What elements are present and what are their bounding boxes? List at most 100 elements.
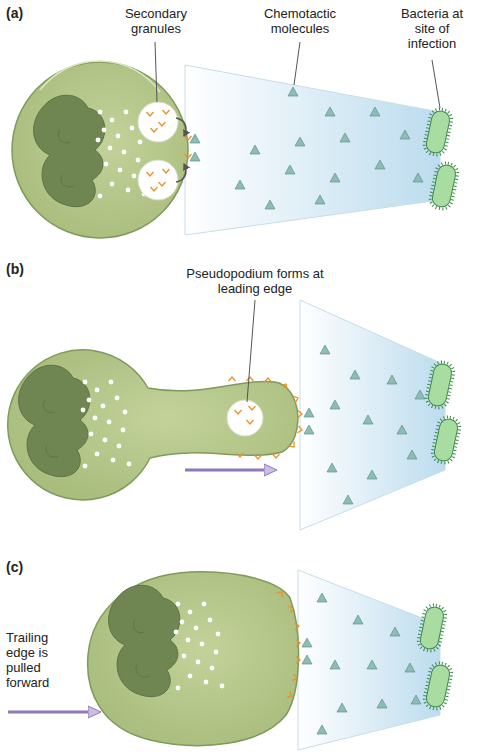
chemotactic-molecule xyxy=(327,463,337,472)
receptor xyxy=(273,454,280,458)
chemotactic-molecule xyxy=(304,425,314,434)
chemotactic-molecule xyxy=(317,725,327,734)
chemotactic-molecule xyxy=(325,107,335,116)
receptor xyxy=(159,182,166,186)
chemotactic-molecule xyxy=(367,660,377,669)
chemotactic-molecule xyxy=(250,145,260,154)
receptor xyxy=(265,378,272,382)
chemotactic-molecule xyxy=(413,173,423,182)
receptor xyxy=(277,590,285,598)
neutrophil-cell xyxy=(88,572,299,746)
receptor xyxy=(297,426,302,434)
leader-line xyxy=(247,300,255,402)
gradient-cone xyxy=(298,570,440,750)
callout-label: Secondary granules xyxy=(110,6,202,36)
receptor xyxy=(298,411,302,418)
panel-letter: (a) xyxy=(6,6,36,21)
chemotactic-molecule xyxy=(390,627,400,636)
chemotactic-molecule xyxy=(285,165,295,174)
bacterium xyxy=(422,107,453,157)
chemotactic-molecule xyxy=(235,180,245,189)
receptor-group xyxy=(147,110,192,191)
chemotactic-molecule xyxy=(340,133,350,142)
chemotactic-molecule xyxy=(330,173,340,182)
chemotactic-molecule xyxy=(407,450,417,459)
panel-letter: (c) xyxy=(6,560,36,575)
receptor xyxy=(247,377,254,381)
neutrophil-cell xyxy=(12,62,188,238)
chemotactic-molecule xyxy=(302,655,312,664)
receptor xyxy=(185,136,192,140)
receptor xyxy=(237,453,244,457)
movement-arrow xyxy=(185,469,268,472)
leader-line xyxy=(432,60,440,108)
panel-letter: (b) xyxy=(6,262,36,277)
receptor xyxy=(293,395,299,403)
receptor xyxy=(163,169,170,173)
nucleus xyxy=(19,365,90,476)
chemotactic-molecule xyxy=(377,699,387,708)
receptor xyxy=(247,420,254,424)
chemotactic-molecule xyxy=(265,200,275,209)
chemotactic-molecule xyxy=(405,663,415,672)
chemotactic-molecule xyxy=(397,425,407,434)
chemotactic-molecule xyxy=(363,415,373,424)
cell-highlight xyxy=(40,61,160,92)
chemotactic-molecule xyxy=(400,130,410,139)
bacterium xyxy=(422,661,453,711)
receptor xyxy=(151,187,158,191)
secondary-granule xyxy=(138,102,178,142)
receptor xyxy=(159,122,166,126)
callout-label: Pseudopodium forms at leading edge xyxy=(170,266,340,296)
receptor xyxy=(235,410,242,414)
molecule-field xyxy=(235,87,423,209)
chemotactic-molecule xyxy=(330,660,340,669)
chemotactic-molecule xyxy=(320,345,330,354)
granule-dots xyxy=(174,602,225,691)
leader-line xyxy=(294,42,300,85)
callout-label: Chemotactic molecules xyxy=(252,6,348,36)
chemotactic-molecule xyxy=(190,134,200,143)
chemotactic-molecule xyxy=(315,195,325,204)
chemotactic-molecule xyxy=(288,87,298,96)
fusion-arrow xyxy=(176,164,186,182)
receptor xyxy=(295,623,300,630)
neutrophil-cell xyxy=(8,350,298,500)
receptor xyxy=(147,172,154,176)
receptor xyxy=(229,377,236,381)
molecule-field xyxy=(320,345,425,504)
chemotactic-molecule xyxy=(190,152,200,161)
chemotactic-molecule xyxy=(350,370,360,379)
chemotactic-molecule xyxy=(353,615,363,624)
nucleus xyxy=(34,95,105,206)
receptor xyxy=(255,455,262,459)
molecule-field xyxy=(317,593,421,734)
bacterium xyxy=(416,603,447,653)
chemotactic-molecule xyxy=(367,470,377,479)
callout-label: Trailing edge is pulled forward xyxy=(6,630,72,690)
granule-dots xyxy=(81,380,132,469)
receptor xyxy=(281,382,289,389)
chemotactic-molecule xyxy=(302,638,312,647)
nucleus xyxy=(109,585,180,696)
bacterium xyxy=(430,415,461,465)
receptor-group xyxy=(277,590,300,699)
bacterium xyxy=(424,360,455,410)
receptor-group xyxy=(229,377,303,459)
chemotactic-molecule xyxy=(295,137,305,146)
chemotactic-molecule xyxy=(304,408,314,417)
receptor xyxy=(289,442,297,450)
receptor xyxy=(288,605,294,613)
receptor xyxy=(296,640,300,647)
chemotactic-molecule xyxy=(337,703,347,712)
receptor xyxy=(163,110,170,114)
chemotactic-molecule xyxy=(317,593,327,602)
bacterium xyxy=(428,161,459,211)
chemotactic-molecule xyxy=(411,695,421,704)
gradient-cone xyxy=(185,65,440,235)
receptor xyxy=(287,691,294,699)
receptor xyxy=(151,128,158,132)
receptor xyxy=(296,657,300,664)
